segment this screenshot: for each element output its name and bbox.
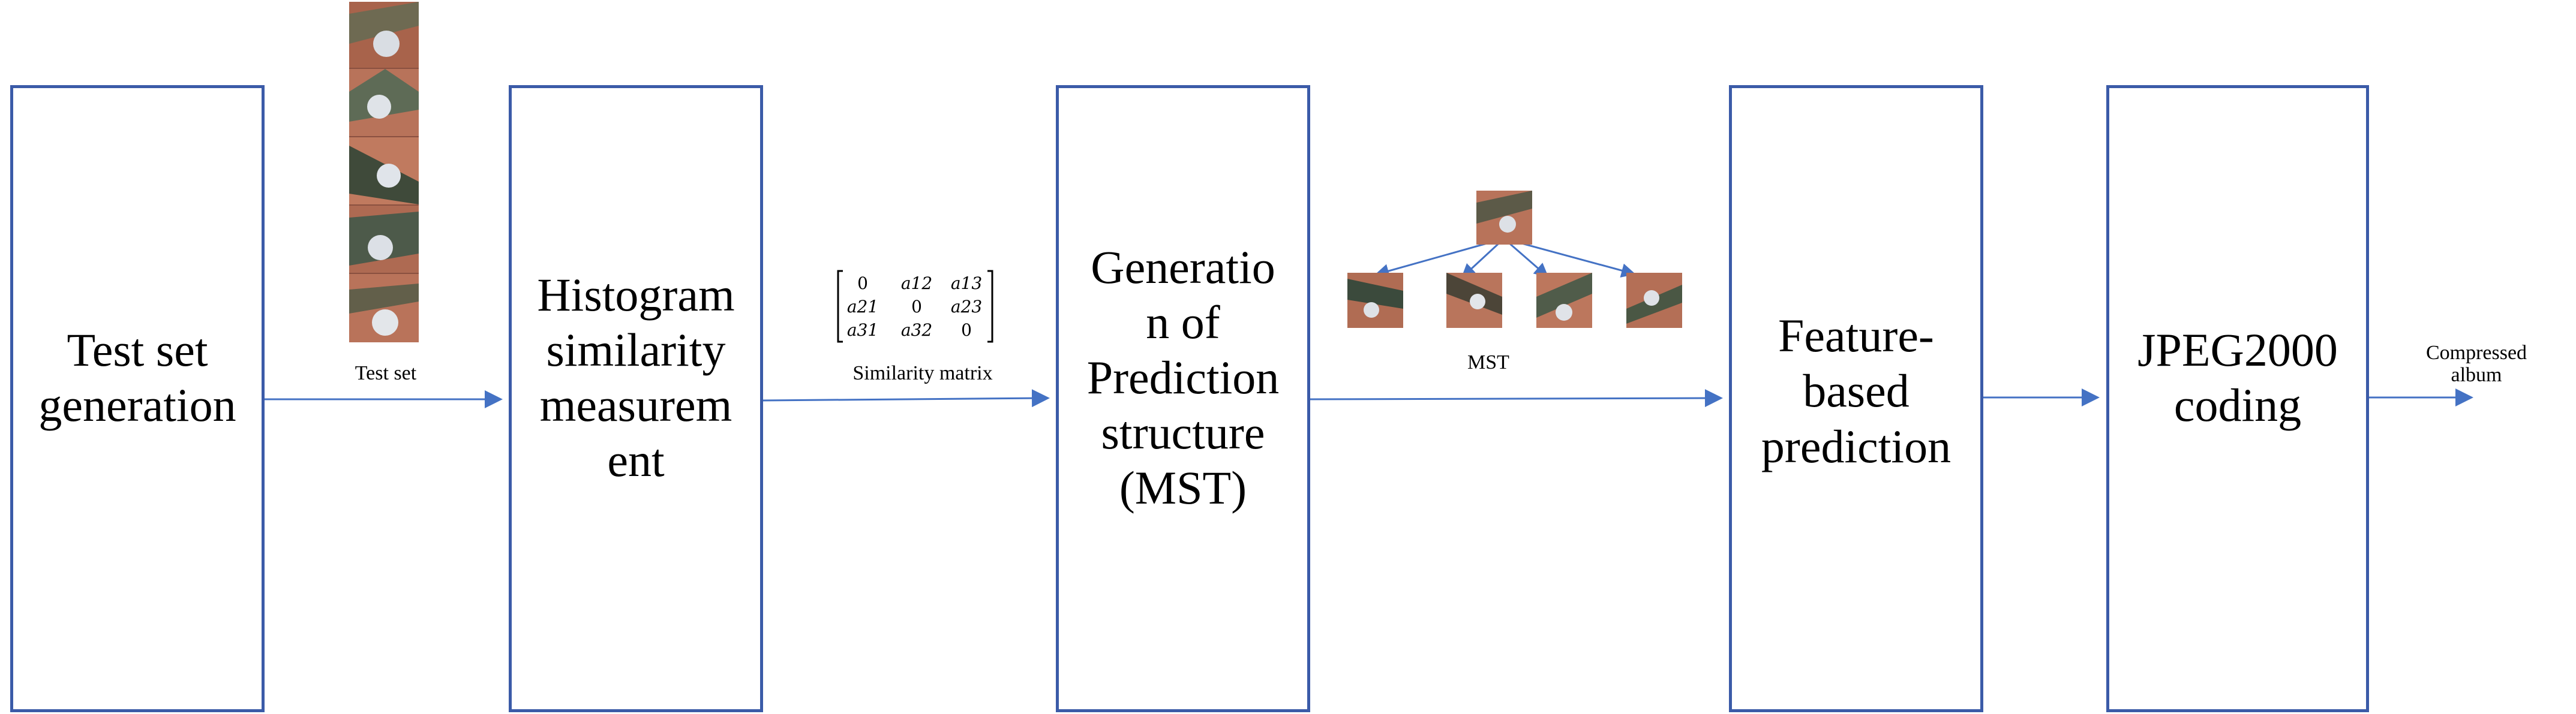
jpeg2000-coding-box: JPEG2000 coding xyxy=(2106,85,2369,712)
similarity-matrix-label: Similarity matrix xyxy=(852,362,993,384)
mst-child-image-2 xyxy=(1446,273,1502,328)
histogram-similarity-text: Histogram similarity measurem ent xyxy=(537,268,735,487)
similarity-matrix: 0 a12 a13 a21 0 a23 a31 a32 0 xyxy=(837,270,993,343)
mst-edge-2 xyxy=(1461,237,1505,279)
mst-label: MST xyxy=(1467,351,1509,373)
matrix-r2c2: 0 xyxy=(911,297,922,317)
arrow-histogram-to-generation xyxy=(762,389,1050,408)
jpeg2000-coding-text: JPEG2000 coding xyxy=(2137,323,2338,431)
test-set-generation-text: Test set generation xyxy=(38,323,236,431)
histogram-similarity-box: Histogram similarity measurem ent xyxy=(509,85,763,712)
feature-based-prediction-box: Feature- based prediction xyxy=(1729,85,1983,712)
matrix-r1c2: a12 xyxy=(901,273,932,293)
matrix-r1c3: a13 xyxy=(951,273,982,293)
mst-child-image-1 xyxy=(1347,273,1403,328)
arrow-generation-to-feature xyxy=(1310,389,1723,408)
test-set-image-strip xyxy=(349,2,419,342)
test-set-label: Test set xyxy=(355,362,417,384)
generation-prediction-structure-box: Generatio n of Prediction structure (MST… xyxy=(1056,85,1310,712)
mst-root-image xyxy=(1476,191,1532,245)
matrix-r3c2: a32 xyxy=(901,320,932,340)
feature-based-prediction-text: Feature- based prediction xyxy=(1761,309,1951,472)
mst-child-image-3 xyxy=(1536,273,1592,328)
matrix-r2c3: a23 xyxy=(951,297,982,317)
matrix-r1c1: 0 xyxy=(857,273,868,293)
matrix-r3c3: 0 xyxy=(961,320,972,340)
test-set-generation-box: Test set generation xyxy=(10,85,265,712)
mst-child-image-4 xyxy=(1626,273,1682,328)
compressed-album-label: Compressed album xyxy=(2425,342,2527,387)
matrix-r2c1: a21 xyxy=(847,297,878,317)
matrix-r3c1: a31 xyxy=(847,320,878,340)
generation-prediction-structure-text: Generatio n of Prediction structure (MST… xyxy=(1086,240,1280,514)
mst-edge-3 xyxy=(1503,237,1549,278)
